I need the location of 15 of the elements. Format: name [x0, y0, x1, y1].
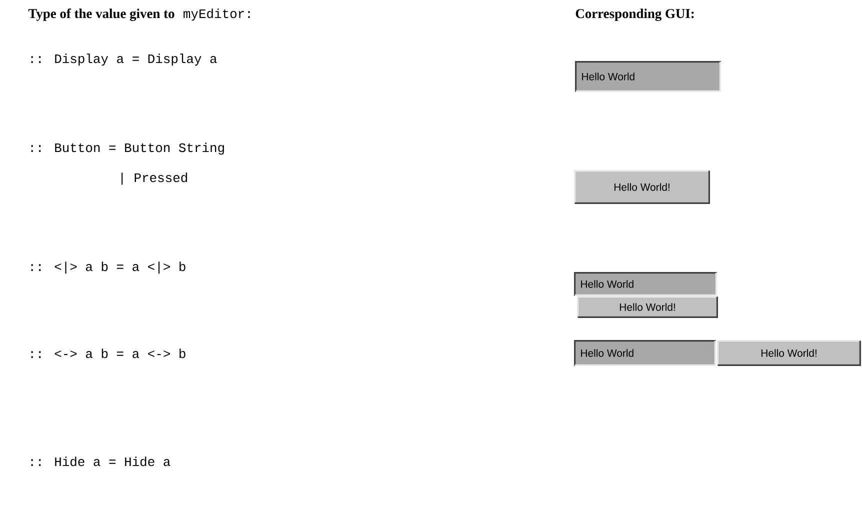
push-button: Hello World! — [574, 170, 710, 204]
heading: Type of the value given to — [28, 8, 174, 21]
display-field: Hello World — [574, 272, 717, 296]
push-button: Hello World! — [577, 296, 718, 318]
heading: Corresponding GUI: — [576, 8, 694, 21]
code-line: :: Hide a = Hide a — [31, 456, 170, 466]
code-line: :: Button = Button String — [31, 142, 224, 155]
code-line: :: Display a = Display a — [31, 54, 217, 66]
code-line: :: <-> a b = a <-> b — [31, 348, 186, 358]
push-button: Hello World! — [717, 340, 861, 366]
heading: myEditor: — [184, 8, 250, 21]
display-field: Hello World — [574, 340, 716, 366]
display-field: Hello World — [575, 61, 721, 92]
code-line: :: <|> a b = a <|> b — [31, 262, 186, 274]
code-line: | Pressed — [122, 172, 187, 185]
